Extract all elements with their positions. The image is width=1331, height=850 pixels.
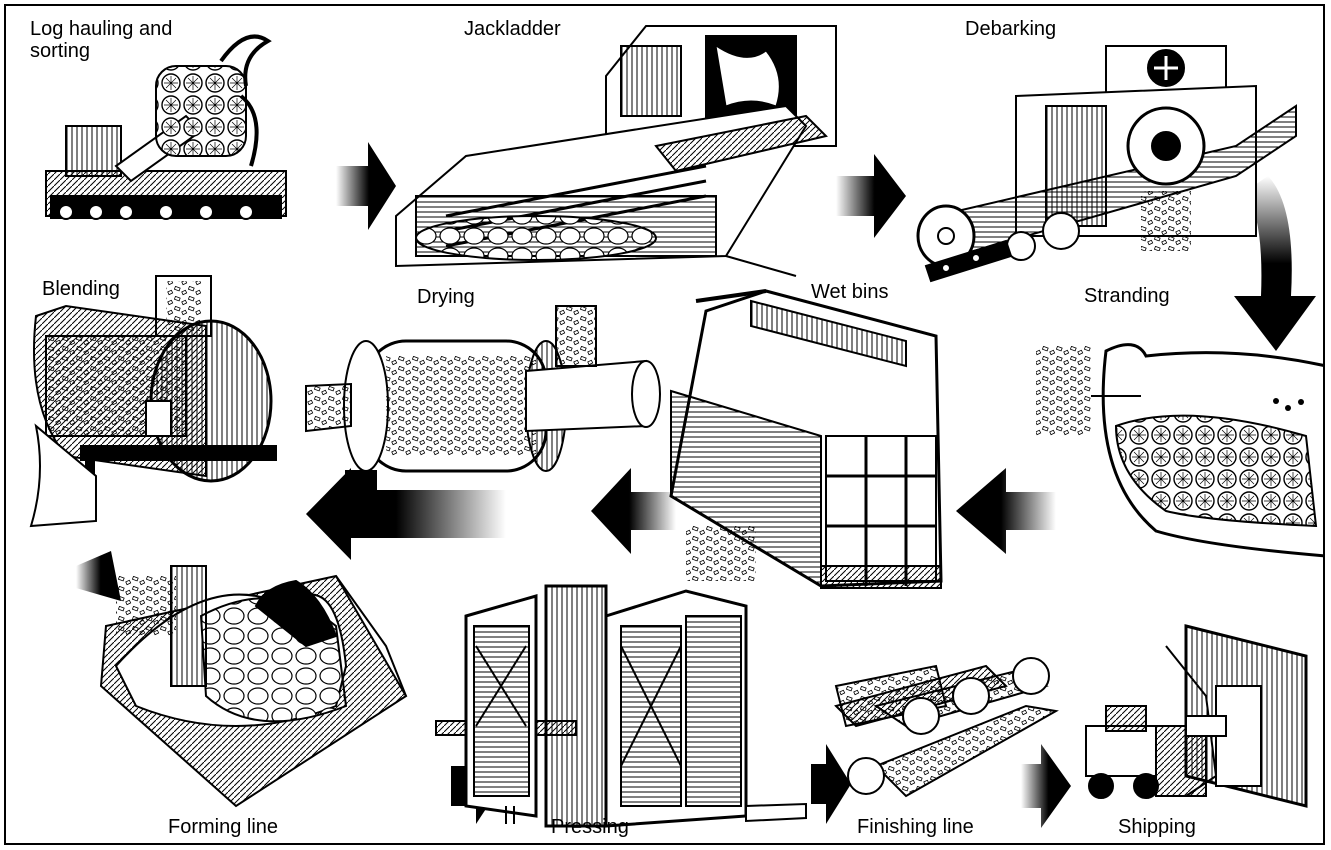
label-jackladder: Jackladder	[464, 18, 561, 40]
log-loader-illustration	[45, 34, 287, 220]
blender-illustration	[29, 275, 277, 528]
flow-arrow-9	[811, 744, 851, 824]
label-wet-bins: Wet bins	[811, 281, 889, 303]
label-stranding: Stranding	[1084, 285, 1170, 307]
shipping-illustration	[1085, 624, 1308, 808]
osb-process-diagram: Log hauling and sorting Jackladder Debar…	[4, 4, 1325, 845]
press-illustration	[435, 584, 807, 828]
label-pressing: Pressing	[551, 816, 629, 838]
strander-illustration	[1036, 343, 1323, 558]
label-forming-line: Forming line	[168, 816, 279, 838]
wet-bins-illustration	[669, 289, 943, 589]
label-drying: Drying	[417, 286, 475, 308]
flow-arrow-10	[1021, 744, 1071, 828]
flow-arrow-6	[306, 468, 506, 560]
flow-arrow-1	[336, 142, 396, 230]
label-debarking: Debarking	[965, 18, 1057, 40]
label-log-hauling: Log hauling and sorting	[30, 18, 173, 62]
flow-arrow-2	[836, 154, 906, 238]
label-shipping: Shipping	[1118, 816, 1196, 838]
label-finishing-line: Finishing line	[857, 816, 974, 838]
forming-line-illustration	[99, 565, 408, 808]
debarker-illustration	[916, 45, 1297, 283]
flow-arrow-4	[956, 468, 1056, 554]
finishing-line-illustration	[834, 657, 1059, 798]
jackladder-illustration	[395, 25, 837, 277]
flow-arrow-5	[591, 468, 676, 554]
flow-arrow-3	[1234, 176, 1316, 351]
flow-arrow-7	[76, 551, 121, 601]
label-blending: Blending	[42, 278, 120, 300]
dryer-illustration	[305, 305, 661, 490]
